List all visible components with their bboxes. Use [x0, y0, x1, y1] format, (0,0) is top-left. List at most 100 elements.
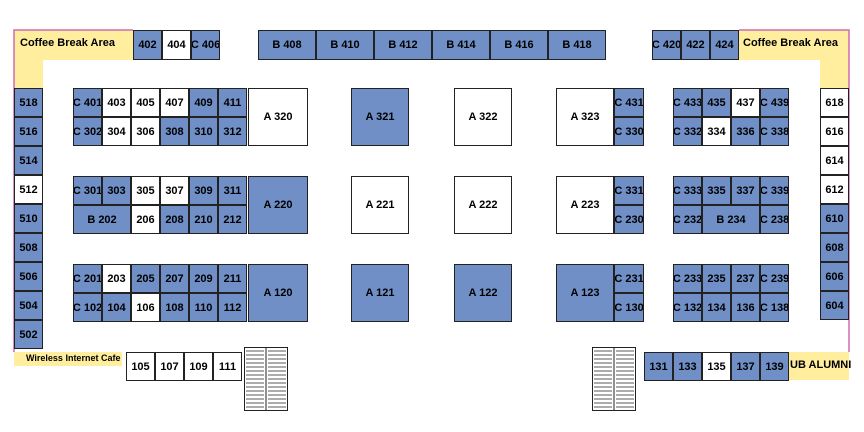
booth-b416[interactable]: B 416: [490, 30, 548, 60]
booth-a121[interactable]: A 121: [351, 264, 409, 322]
booth-210[interactable]: 210: [189, 205, 218, 234]
booth-335[interactable]: 335: [702, 176, 731, 205]
booth-b408[interactable]: B 408: [258, 30, 316, 60]
booth-610[interactable]: 610: [820, 204, 849, 233]
booth-c301[interactable]: C 301: [73, 176, 102, 205]
booth-203[interactable]: 203: [102, 264, 131, 293]
booth-a320[interactable]: A 320: [248, 88, 308, 146]
booth-608[interactable]: 608: [820, 233, 849, 262]
booth-305[interactable]: 305: [131, 176, 160, 205]
booth-516[interactable]: 516: [14, 117, 43, 146]
booth-407[interactable]: 407: [160, 88, 189, 117]
booth-c439[interactable]: C 439: [760, 88, 789, 117]
booth-437[interactable]: 437: [731, 88, 760, 117]
booth-112[interactable]: 112: [218, 293, 247, 322]
booth-105[interactable]: 105: [126, 352, 155, 381]
booth-109[interactable]: 109: [184, 352, 213, 381]
booth-c238[interactable]: C 238: [760, 205, 789, 234]
booth-a123[interactable]: A 123: [556, 264, 614, 322]
booth-402[interactable]: 402: [133, 30, 162, 60]
booth-312[interactable]: 312: [218, 117, 247, 146]
booth-205[interactable]: 205: [131, 264, 160, 293]
booth-405[interactable]: 405: [131, 88, 160, 117]
booth-c339[interactable]: C 339: [760, 176, 789, 205]
booth-a221[interactable]: A 221: [351, 176, 409, 234]
booth-506[interactable]: 506: [14, 262, 43, 291]
booth-c302[interactable]: C 302: [73, 117, 102, 146]
booth-403[interactable]: 403: [102, 88, 131, 117]
booth-a120[interactable]: A 120: [248, 264, 308, 322]
booth-404[interactable]: 404: [162, 30, 191, 60]
booth-c331[interactable]: C 331: [614, 176, 644, 205]
booth-b234[interactable]: B 234: [702, 205, 760, 234]
booth-208[interactable]: 208: [160, 205, 189, 234]
booth-139[interactable]: 139: [760, 352, 789, 381]
booth-c230[interactable]: C 230: [614, 205, 644, 234]
booth-b202[interactable]: B 202: [73, 205, 131, 234]
booth-a322[interactable]: A 322: [454, 88, 512, 146]
booth-c233[interactable]: C 233: [673, 264, 702, 293]
booth-c138[interactable]: C 138: [760, 293, 789, 322]
booth-b412[interactable]: B 412: [374, 30, 432, 60]
booth-c433[interactable]: C 433: [673, 88, 702, 117]
booth-211[interactable]: 211: [218, 264, 247, 293]
booth-104[interactable]: 104: [102, 293, 131, 322]
booth-c231[interactable]: C 231: [614, 264, 644, 293]
booth-c401[interactable]: C 401: [73, 88, 102, 117]
booth-c332[interactable]: C 332: [673, 117, 702, 146]
booth-606[interactable]: 606: [820, 262, 849, 291]
booth-308[interactable]: 308: [160, 117, 189, 146]
booth-304[interactable]: 304: [102, 117, 131, 146]
booth-510[interactable]: 510: [14, 204, 43, 233]
booth-106[interactable]: 106: [131, 293, 160, 322]
booth-c132[interactable]: C 132: [673, 293, 702, 322]
booth-616[interactable]: 616: [820, 117, 849, 146]
booth-212[interactable]: 212: [218, 205, 247, 234]
booth-131[interactable]: 131: [644, 352, 673, 381]
booth-c130[interactable]: C 130: [614, 293, 644, 322]
booth-336[interactable]: 336: [731, 117, 760, 146]
booth-306[interactable]: 306: [131, 117, 160, 146]
booth-c102[interactable]: C 102: [73, 293, 102, 322]
booth-207[interactable]: 207: [160, 264, 189, 293]
booth-612[interactable]: 612: [820, 175, 849, 204]
booth-422[interactable]: 422: [681, 30, 710, 60]
booth-209[interactable]: 209: [189, 264, 218, 293]
booth-307[interactable]: 307: [160, 176, 189, 205]
booth-334[interactable]: 334: [702, 117, 731, 146]
booth-b418[interactable]: B 418: [548, 30, 606, 60]
booth-111[interactable]: 111: [213, 352, 242, 381]
booth-a323[interactable]: A 323: [556, 88, 614, 146]
booth-c406[interactable]: C 406: [191, 30, 220, 60]
booth-435[interactable]: 435: [702, 88, 731, 117]
booth-409[interactable]: 409: [189, 88, 218, 117]
booth-309[interactable]: 309: [189, 176, 218, 205]
booth-c232[interactable]: C 232: [673, 205, 702, 234]
booth-604[interactable]: 604: [820, 291, 849, 320]
booth-337[interactable]: 337: [731, 176, 760, 205]
booth-518[interactable]: 518: [14, 88, 43, 117]
booth-135[interactable]: 135: [702, 352, 731, 381]
booth-411[interactable]: 411: [218, 88, 247, 117]
booth-c239[interactable]: C 239: [760, 264, 789, 293]
booth-310[interactable]: 310: [189, 117, 218, 146]
booth-133[interactable]: 133: [673, 352, 702, 381]
booth-614[interactable]: 614: [820, 146, 849, 175]
booth-a222[interactable]: A 222: [454, 176, 512, 234]
booth-508[interactable]: 508: [14, 233, 43, 262]
booth-c338[interactable]: C 338: [760, 117, 789, 146]
booth-206[interactable]: 206: [131, 205, 160, 234]
booth-a220[interactable]: A 220: [248, 176, 308, 234]
booth-237[interactable]: 237: [731, 264, 760, 293]
booth-504[interactable]: 504: [14, 291, 43, 320]
booth-107[interactable]: 107: [155, 352, 184, 381]
booth-514[interactable]: 514: [14, 146, 43, 175]
booth-235[interactable]: 235: [702, 264, 731, 293]
booth-618[interactable]: 618: [820, 88, 849, 117]
booth-110[interactable]: 110: [189, 293, 218, 322]
booth-c431[interactable]: C 431: [614, 88, 644, 117]
booth-134[interactable]: 134: [702, 293, 731, 322]
booth-b410[interactable]: B 410: [316, 30, 374, 60]
booth-136[interactable]: 136: [731, 293, 760, 322]
booth-a122[interactable]: A 122: [454, 264, 512, 322]
